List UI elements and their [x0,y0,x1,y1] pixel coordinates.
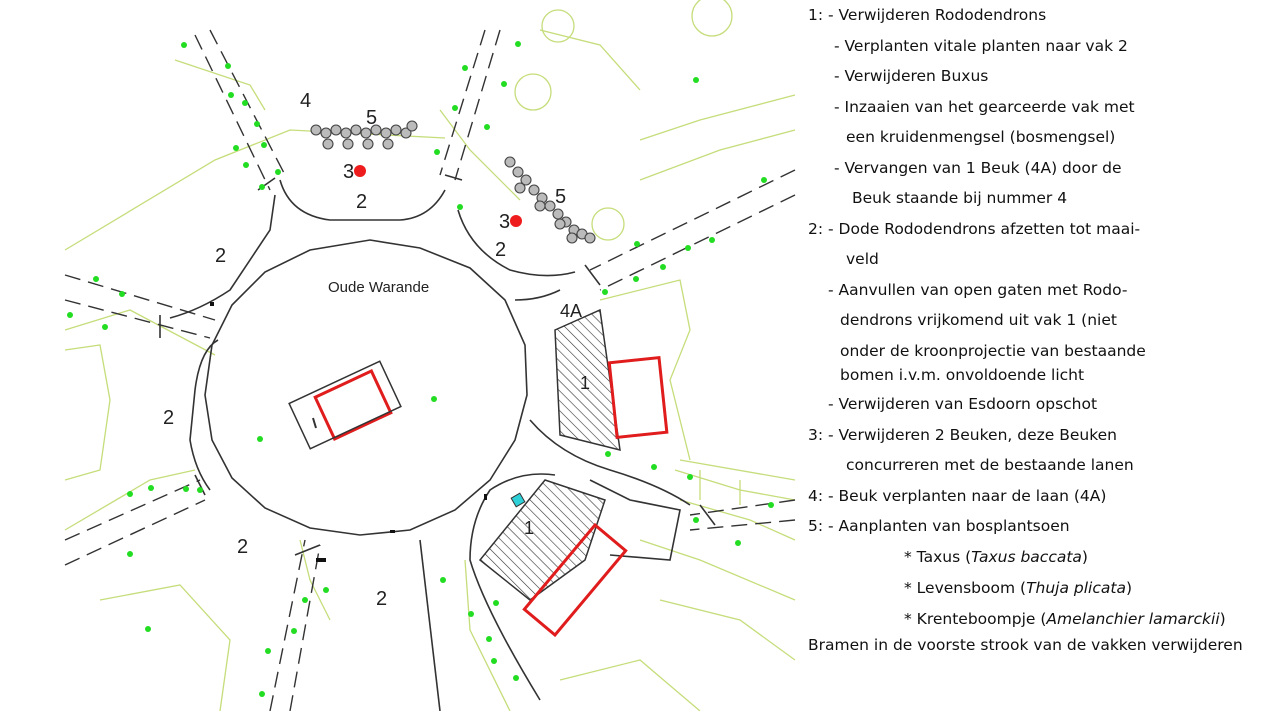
area-label: 2 [163,407,174,429]
legend-line: concurreren met de bestaande lanen [846,456,1134,474]
legend-line: - Vervangen van 1 Beuk (4A) door de [834,159,1122,177]
latin-name: Taxus baccata [971,548,1082,566]
legend-line: 4: - Beuk verplanten naar de laan (4A) [808,487,1107,505]
area-label: 5 [555,186,566,208]
remove-tree-marker [354,165,366,177]
legend-line: een kruidenmengsel (bosmengsel) [846,128,1116,146]
shrub-row-north [310,120,418,150]
place-name: Oude Warande [328,279,429,296]
selection-boxes [313,355,669,638]
area-label: 2 [215,245,226,267]
legend-line: - Verwijderen Buxus [834,67,989,85]
legend-line: - Aanvullen van open gaten met Rodo- [828,281,1128,299]
legend-text: * Levensboom ( [904,579,1027,597]
legend-text: * Taxus ( [904,548,972,566]
shrub-row-northeast [504,156,596,244]
area-label: 1 [524,518,534,538]
legend-line: 5: - Aanplanten van bosplantsoen [808,517,1070,535]
latin-name: Thuja plicata [1026,579,1126,597]
legend-text: ) [1219,610,1226,628]
legend-line: - Verplanten vitale planten naar vak 2 [834,37,1128,55]
area-label: 4A [560,301,582,321]
tree-crowns [514,0,733,241]
area-label: 2 [495,239,506,261]
legend-line: veld [846,250,879,268]
area-label: 3 [343,161,354,183]
legend-line: 2: - Dode Rododendrons afzetten tot maai… [808,220,1141,238]
legend-line: - Inzaaien van het gearceerde vak met [834,98,1135,116]
hatched-area-east [554,308,621,451]
road-edges [159,174,716,711]
legend-line: dendrons vrijkomend uit vak 1 (niet [840,311,1117,329]
remove-tree-marker [510,215,522,227]
legend-line: - Verwijderen van Esdoorn opschot [828,395,1098,413]
legend-line: onder de kroonprojectie van bestaande [840,342,1146,360]
legend-line: 3: - Verwijderen 2 Beuken, deze Beuken [808,426,1117,444]
legend-line: bomen i.v.m. onvoldoende licht [840,366,1085,384]
legend-line: Bramen in de voorste strook van de vakke… [808,636,1243,654]
legend-line: * Levensboom (Thuja plicata) [904,579,1132,597]
dashed-roads [64,29,796,711]
legend-line: 1: - Verwijderen Rododendrons [808,6,1047,24]
legend-text: ) [1081,548,1088,566]
area-label: 2 [237,536,248,558]
center-monument [288,360,402,450]
area-label: 3 [499,211,510,233]
area-label: 5 [366,107,377,129]
area-label: 2 [376,588,387,610]
legend-text: ) [1125,579,1133,597]
site-map: 4 5 3 2 2 2 2 2 5 3 2 4A 1 1 Oude Warand… [64,0,796,711]
water-tap-icon [510,492,526,508]
hatched-area-southeast [478,479,606,601]
legend-line: * Taxus (Taxus baccata) [904,548,1088,566]
legend-line: Beuk staande bij nummer 4 [852,189,1068,207]
area-label: 4 [300,90,311,112]
area-label: 1 [580,373,590,393]
tree-dots [67,41,774,697]
parcel-boundaries [64,29,796,711]
legend-line: * Krenteboompje (Amelanchier lamarckii) [904,610,1226,628]
latin-name: Amelanchier lamarckii [1046,610,1220,628]
area-label: 2 [356,191,367,213]
legend-text: * Krenteboompje ( [904,610,1047,628]
